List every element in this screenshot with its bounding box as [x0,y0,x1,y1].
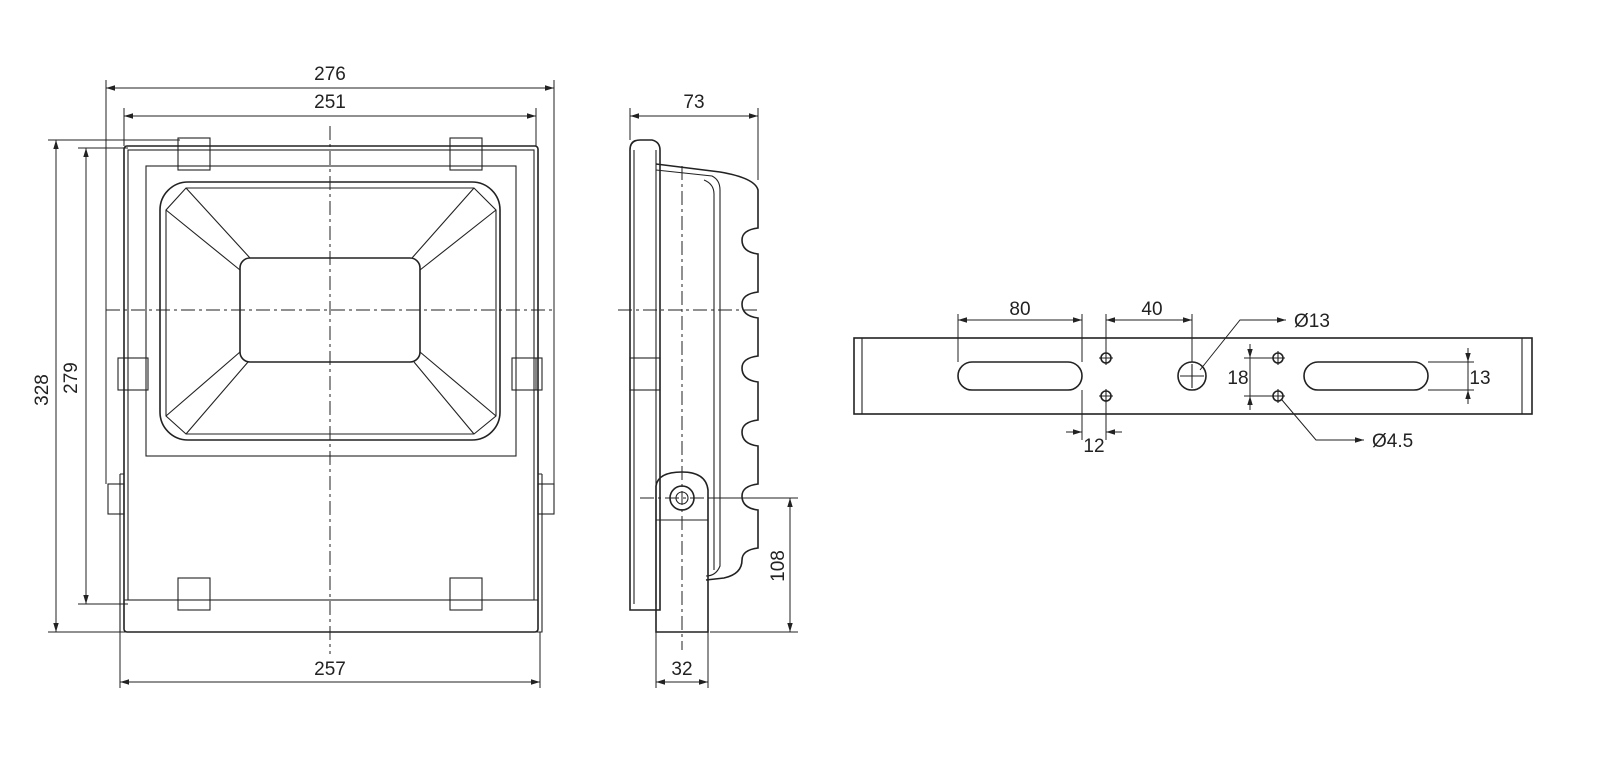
dim-front-bracket-width: 257 [314,659,346,680]
front-view [106,126,556,654]
dim-bracket-small-hole-offset: 12 [1083,436,1104,457]
dim-front-width-overall: 276 [314,64,346,85]
dim-side-bracket-width: 32 [671,659,692,680]
bracket-view [853,337,1533,415]
front-dimensions: 276 251 328 279 257 [32,64,555,688]
dim-bracket-small-hole: Ø4.5 [1372,431,1413,452]
dim-bracket-small-hole-spacing: 18 [1227,368,1248,389]
dim-front-height-overall: 328 [32,374,53,406]
dim-side-pivot-height: 108 [768,550,789,582]
side-dimensions: 73 108 32 [629,92,798,688]
dim-bracket-slot-width: 13 [1469,368,1490,389]
dim-side-depth: 73 [683,92,704,113]
dim-bracket-slot-length: 80 [1009,299,1030,320]
dim-front-width-inner: 251 [314,92,346,113]
dim-front-height-inner: 279 [61,362,82,394]
bracket-dimensions: 80 40 Ø13 18 13 Ø4.5 12 [957,299,1491,457]
dim-bracket-hole-spacing: 40 [1141,299,1162,320]
dim-bracket-center-hole: Ø13 [1294,311,1330,332]
side-view [618,139,760,650]
